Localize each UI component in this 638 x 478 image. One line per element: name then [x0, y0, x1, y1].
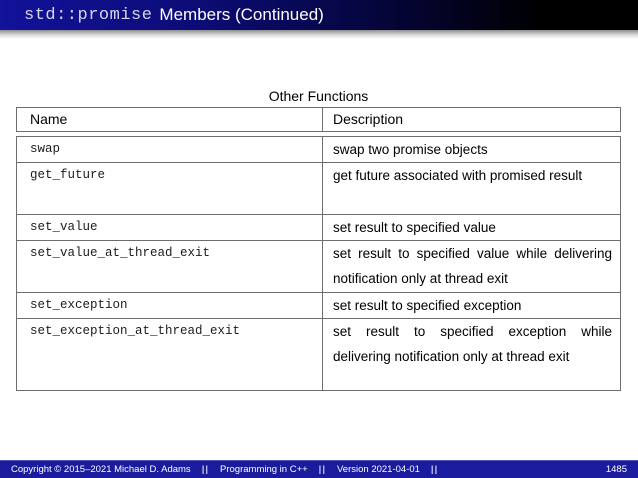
footer-copyright: Copyright © 2015–2021 Michael D. Adams — [11, 464, 191, 475]
footer-page-number: 1485 — [605, 464, 627, 475]
table-header-row: Name Description — [16, 107, 621, 132]
table-cell-description: set result to specified value while deli… — [333, 246, 612, 286]
table-cell-description: get future associated with promised resu… — [333, 168, 583, 183]
table-row: set_exception set result to specified ex… — [17, 292, 620, 318]
table-row: get_future get future associated with pr… — [17, 162, 620, 214]
title-code-text: std::promise — [24, 5, 153, 25]
footer-separator: || — [201, 464, 210, 475]
table-row: set_exception_at_thread_exit set result … — [17, 318, 620, 390]
table-cell-name: swap — [17, 137, 323, 162]
table-row: set_value set result to specified value — [17, 214, 620, 240]
footer-separator: || — [318, 464, 326, 475]
footer-separator: || — [430, 464, 439, 475]
table-cell-name: set_value_at_thread_exit — [17, 241, 323, 292]
table-cell-name: set_exception_at_thread_exit — [17, 319, 323, 390]
table-cell-description: set result to specified exception while … — [333, 324, 612, 364]
footer-course: Programming in C++ — [220, 464, 308, 475]
slide-title-bar: std::promise Members (Continued) — [0, 0, 638, 30]
column-header-description: Description — [333, 111, 404, 127]
footer-version: Version 2021-04-01 — [337, 464, 420, 475]
table-caption: Other Functions — [268, 88, 369, 104]
table-cell-name: get_future — [17, 163, 323, 214]
table-row: set_value_at_thread_exit set result to s… — [17, 240, 620, 292]
table-cell-name: set_value — [17, 215, 323, 240]
table-row: swap swap two promise objects — [17, 137, 620, 162]
table-body: swap swap two promise objects get_future… — [16, 136, 621, 391]
table-cell-name: set_exception — [17, 293, 323, 318]
table-cell-description: swap two promise objects — [333, 142, 488, 157]
column-header-name: Name — [17, 108, 323, 131]
table-cell-description: set result to specified exception — [333, 298, 522, 313]
title-text: Members (Continued) — [159, 5, 324, 24]
slide-footer-bar: Copyright © 2015–2021 Michael D. Adams |… — [0, 460, 638, 478]
table-cell-description: set result to specified value — [333, 220, 496, 235]
titlebar-shadow — [0, 30, 638, 39]
